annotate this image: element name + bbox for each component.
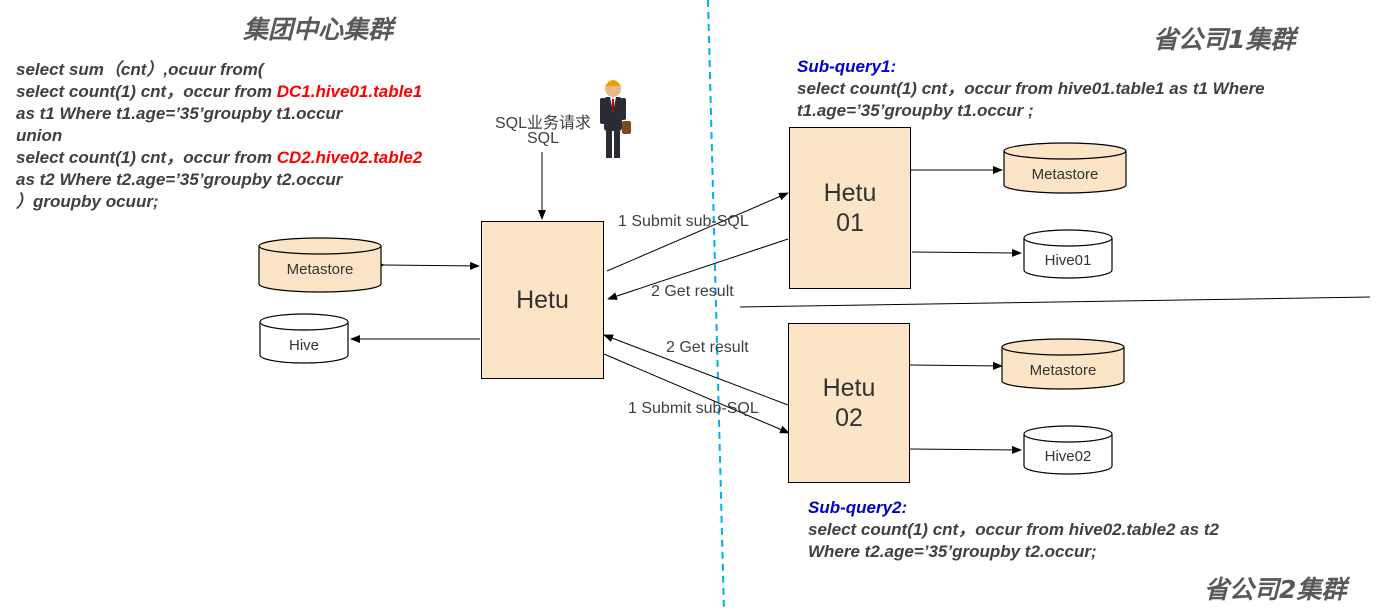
title-center-cluster: 集团中心集群 bbox=[243, 15, 394, 44]
arrow-hetu01-hive01 bbox=[911, 248, 1022, 257]
metastore2-label: Metastore bbox=[1029, 362, 1097, 379]
metastore1-cylinder bbox=[1003, 142, 1127, 194]
arrow-submit-sub-sql-1 bbox=[606, 192, 789, 272]
hive-center-label: Hive bbox=[288, 337, 319, 354]
edge-label-get-result-1: 2 Get result bbox=[651, 283, 734, 300]
subquery1-title: Sub-query1: bbox=[797, 57, 897, 76]
hetu02-node: Hetu 02 bbox=[788, 323, 910, 483]
main-sql-line: union bbox=[16, 126, 63, 145]
edge-label-submit-2: 1 Submit sub-SQL bbox=[628, 400, 759, 417]
main-sql-line: as t2 Where t2.age=’35’groupby t2.occur bbox=[16, 170, 343, 189]
title-province2-cluster: 省公司2集群 bbox=[1204, 575, 1347, 604]
arrow-submit-sub-sql-2 bbox=[603, 353, 790, 434]
subquery2-block: Sub-query2: select count(1) cnt，occur fr… bbox=[808, 497, 1219, 563]
table-ref-cd2: CD2.hive02.table2 bbox=[276, 148, 423, 167]
arrow-get-result-2 bbox=[603, 334, 789, 406]
edge-label-get-result-2: 2 Get result bbox=[666, 339, 749, 356]
main-sql-block: select sum（cnt）,ocuur from( select count… bbox=[16, 59, 422, 213]
metastore1-label: Metastore bbox=[1031, 166, 1099, 183]
hive01-cylinder bbox=[1023, 229, 1113, 279]
subquery2-line: select count(1) cnt，occur from hive02.ta… bbox=[808, 520, 1219, 539]
business-person-icon bbox=[600, 80, 631, 158]
cluster-divider-horizontal bbox=[739, 296, 1371, 308]
hetu-node: Hetu bbox=[481, 221, 604, 379]
arrow-metastore-hetu bbox=[374, 260, 480, 270]
sql-request-sql: SQL bbox=[526, 130, 559, 147]
sql-request-label: SQL业务请求 bbox=[494, 115, 592, 132]
subquery2-title: Sub-query2: bbox=[808, 498, 908, 517]
metastore-center-label: Metastore bbox=[286, 261, 354, 278]
main-sql-line: select count(1) cnt，occur from DC1.hive0… bbox=[16, 82, 423, 101]
table-ref-dc1: DC1.hive01.table1 bbox=[276, 82, 423, 101]
main-sql-line: as t1 Where t1.age=’35’groupby t1.occur bbox=[16, 104, 343, 123]
arrow-hetu02-hive02 bbox=[909, 445, 1022, 454]
subquery1-line: t1.age=’35’groupby t1.occur ; bbox=[797, 101, 1034, 120]
main-sql-line: select sum（cnt）,ocuur from( bbox=[16, 60, 264, 79]
metastore-center-cylinder bbox=[258, 237, 382, 293]
subquery1-line: select count(1) cnt，occur from hive01.ta… bbox=[797, 79, 1265, 98]
hetu01-node: Hetu 01 bbox=[789, 127, 911, 289]
main-sql-line: ）groupby ocuur; bbox=[16, 192, 159, 211]
subquery1-block: Sub-query1: select count(1) cnt，occur fr… bbox=[797, 56, 1265, 122]
title-province1-cluster: 省公司1集群 bbox=[1153, 25, 1296, 54]
arrow-get-result-1 bbox=[607, 238, 789, 300]
hive02-label: Hive02 bbox=[1044, 448, 1092, 465]
metastore2-cylinder bbox=[1001, 338, 1125, 390]
subquery2-line: Where t2.age=’35’groupby t2.occur; bbox=[808, 542, 1097, 561]
cluster-divider-vertical bbox=[707, 0, 725, 611]
main-sql-line: select count(1) cnt，occur from CD2.hive0… bbox=[16, 148, 423, 167]
hive-center-cylinder bbox=[259, 313, 349, 364]
arrow-hetu02-metastore bbox=[900, 360, 1003, 370]
hive02-cylinder bbox=[1023, 425, 1113, 475]
edge-label-submit-1: 1 Submit sub-SQL bbox=[618, 213, 749, 230]
hive01-label: Hive01 bbox=[1044, 252, 1092, 269]
